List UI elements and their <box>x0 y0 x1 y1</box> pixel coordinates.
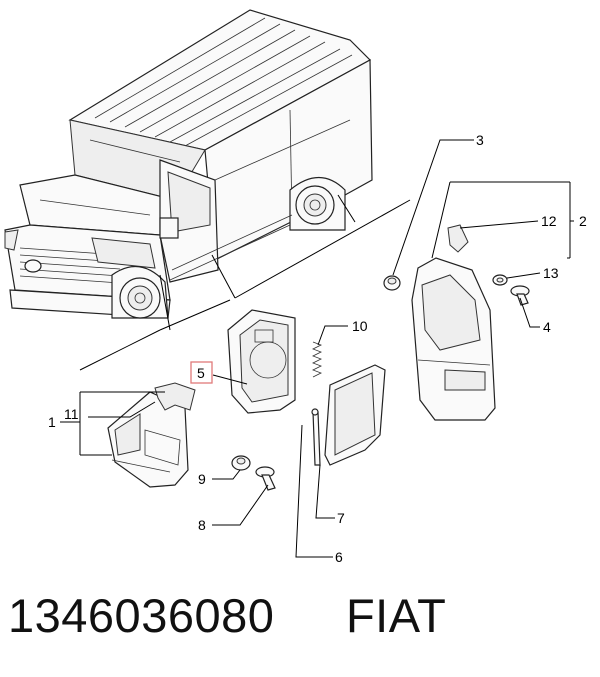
callout-1: 1 <box>48 414 56 430</box>
van-leader-lines <box>79 194 411 371</box>
callout-3: 3 <box>476 132 484 148</box>
part-number: 1346036080 <box>8 589 275 642</box>
nut <box>231 455 251 471</box>
bolt <box>255 466 276 491</box>
spring <box>312 341 322 378</box>
callout-11: 11 <box>64 406 79 422</box>
rod <box>311 408 321 466</box>
brand-name: FIAT <box>345 589 447 642</box>
callout-4: 4 <box>543 319 551 335</box>
callout-10: 10 <box>352 318 368 334</box>
callout-8: 8 <box>198 517 206 533</box>
inner-panel <box>227 309 296 414</box>
washer <box>492 274 508 286</box>
bracket-clip <box>154 382 196 411</box>
callout-12: 12 <box>541 213 557 229</box>
van-illustration <box>4 9 373 319</box>
callout-2: 2 <box>579 213 587 229</box>
fuel-flap <box>324 364 386 466</box>
bolt-right <box>510 285 530 306</box>
callout-7: 7 <box>337 510 345 526</box>
callout-numbers: 1 11 5 10 7 6 9 8 3 2 12 13 4 <box>48 132 587 565</box>
callout-lines <box>60 139 574 558</box>
right-mudflap <box>411 257 496 421</box>
footer-caption: 1346036080 FIAT <box>8 588 446 643</box>
callout-6: 6 <box>335 549 343 565</box>
nut-right <box>383 275 401 291</box>
left-mudflap <box>107 391 189 488</box>
callout-13: 13 <box>543 265 559 281</box>
callout-9: 9 <box>198 471 206 487</box>
clip <box>447 224 469 253</box>
highlight-box <box>190 361 213 384</box>
callout-5: 5 <box>197 365 205 381</box>
